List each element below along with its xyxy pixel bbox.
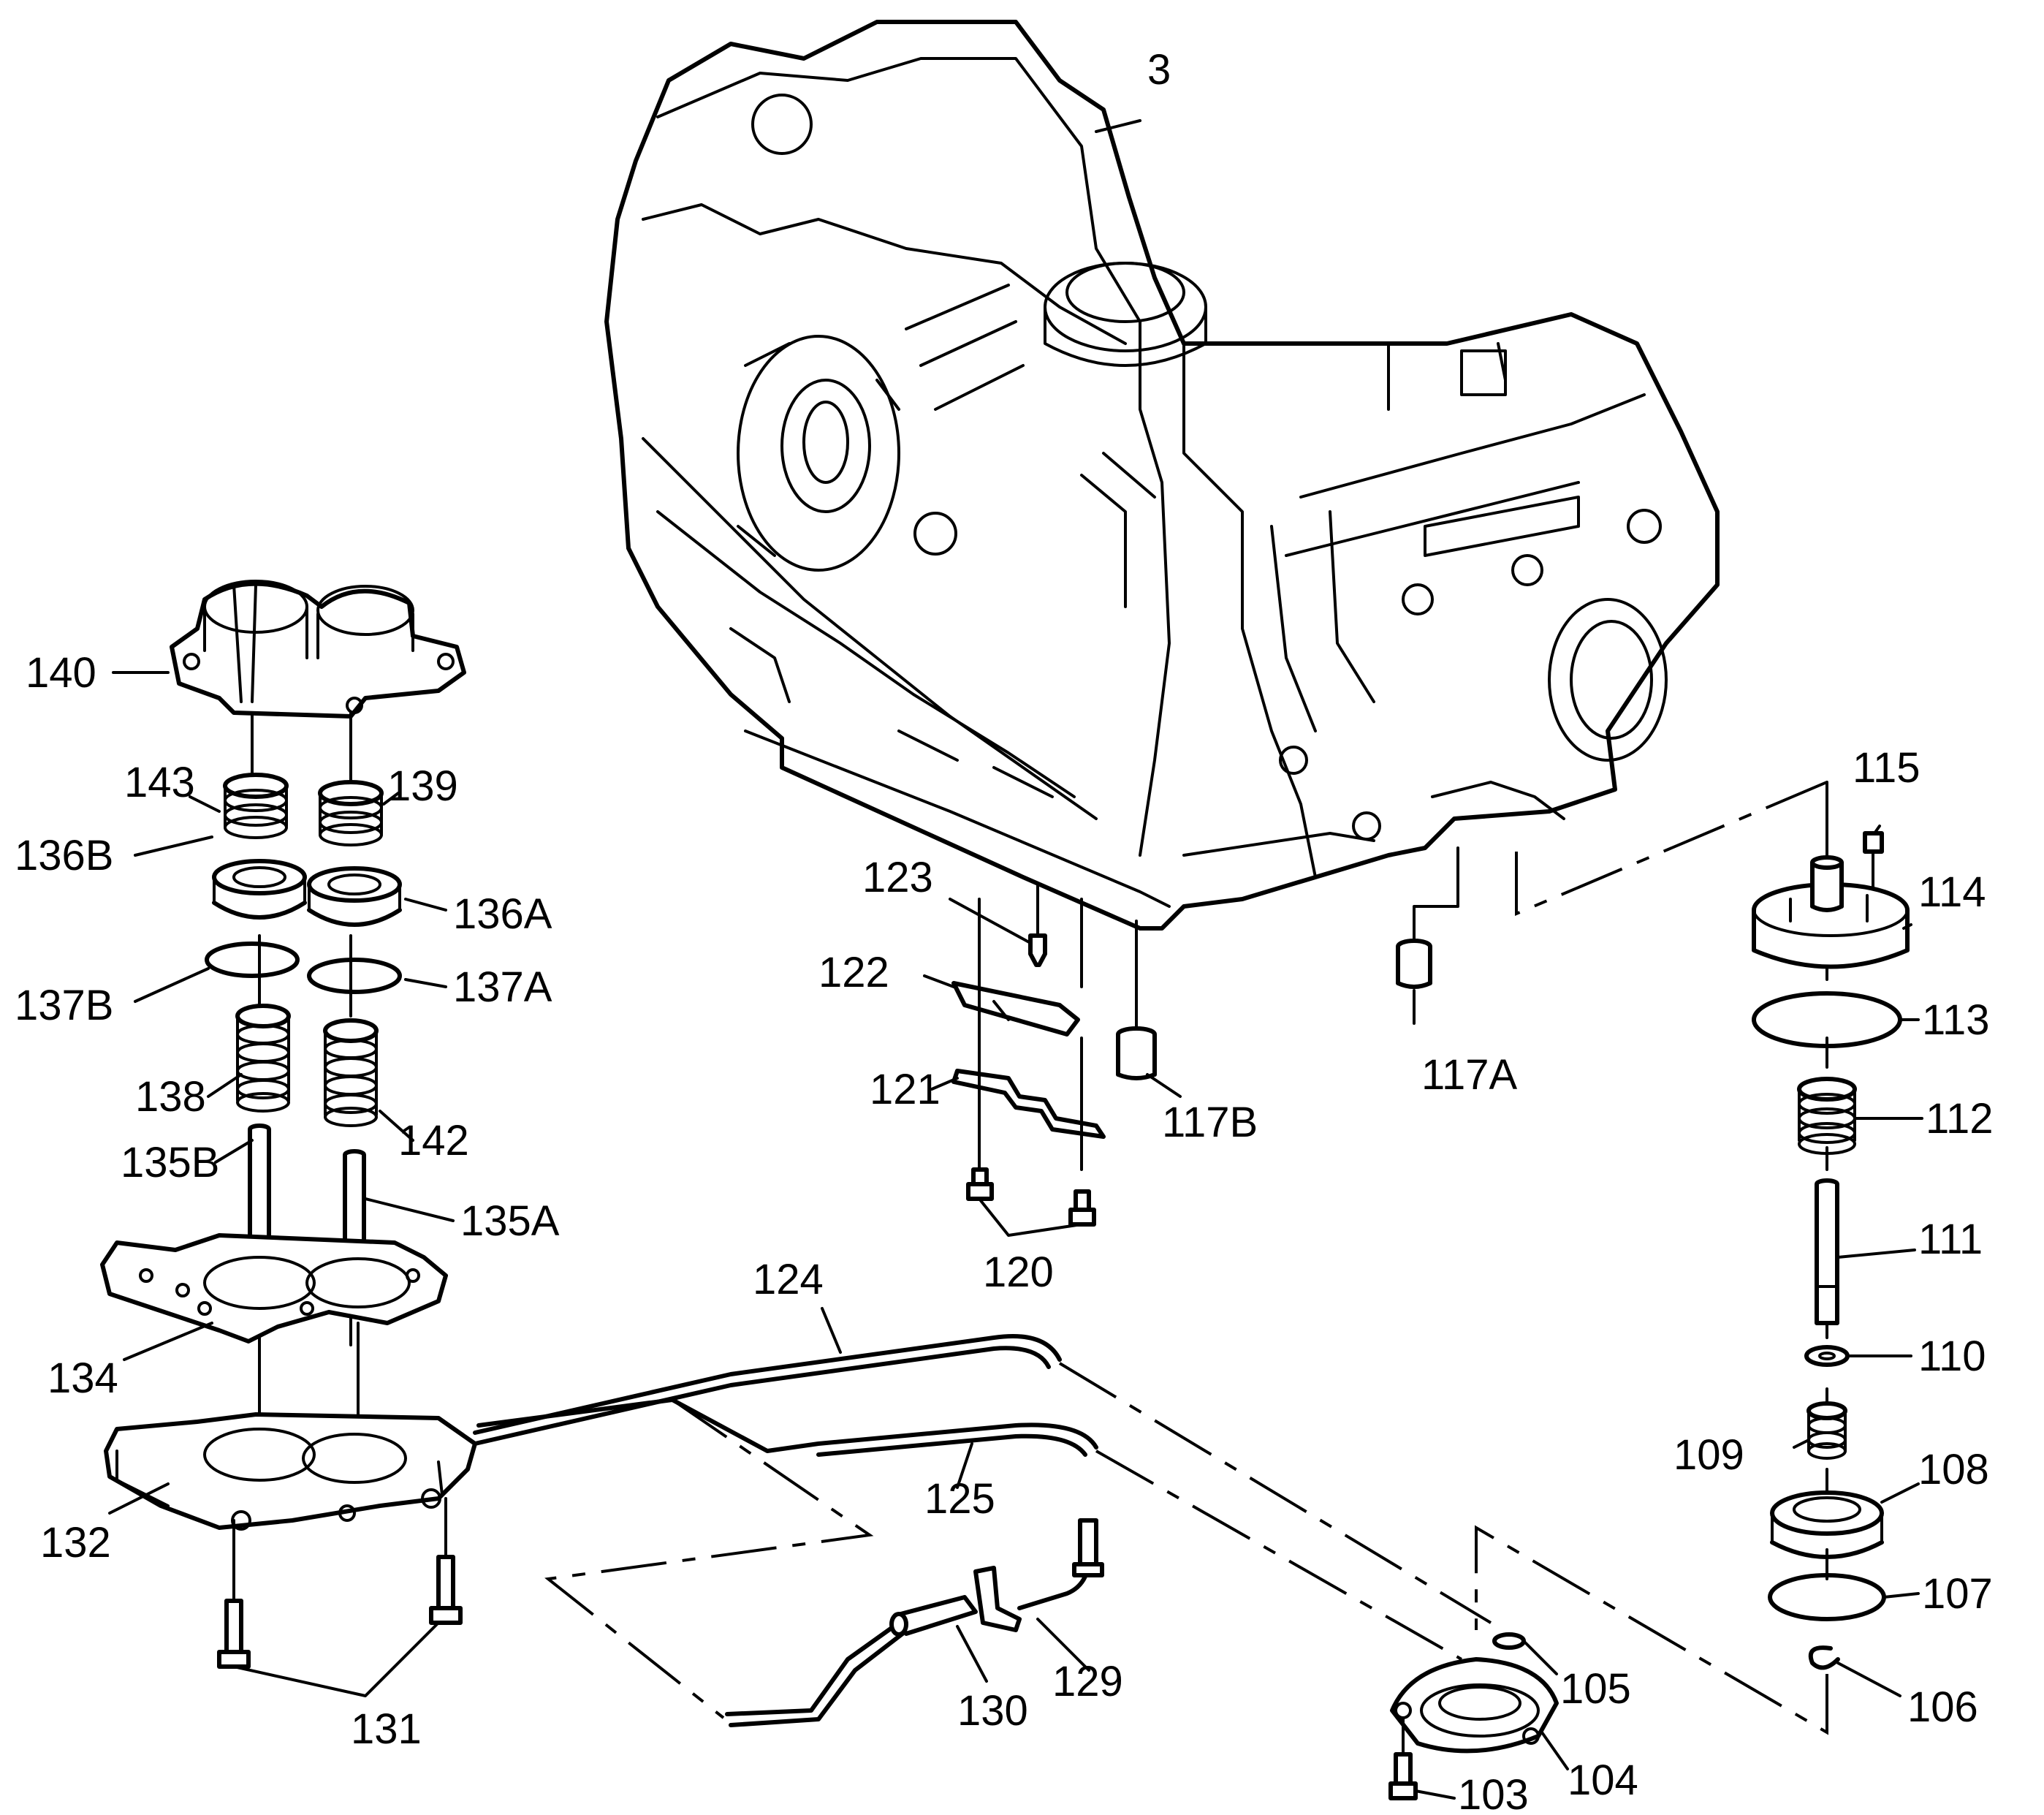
callout-labels: 3 140 143 139 136B 136A 137B 137A 138 14… — [15, 46, 1993, 1815]
label-131: 131 — [351, 1705, 422, 1753]
label-135B: 135B — [121, 1139, 219, 1186]
pipe-124 — [473, 1334, 1492, 1624]
washer-110 — [1804, 1345, 1850, 1367]
bolt-120-right — [1068, 1189, 1096, 1227]
label-143: 143 — [124, 759, 195, 806]
bolt-123 — [1028, 883, 1047, 967]
servo-cover-140 — [170, 580, 466, 719]
label-136A: 136A — [453, 890, 552, 938]
label-121: 121 — [870, 1066, 941, 1113]
dash-to-pipe-130 — [544, 1398, 874, 1719]
label-129: 129 — [1052, 1658, 1123, 1705]
label-113: 113 — [1922, 996, 1989, 1044]
label-130: 130 — [957, 1687, 1028, 1735]
bolt-103 — [1388, 1716, 1418, 1800]
leader-lines-right — [1793, 825, 1923, 1697]
spring-143 — [223, 773, 289, 839]
bolt-axis-120 — [978, 898, 1083, 1171]
label-110: 110 — [1918, 1333, 1986, 1380]
label-142: 142 — [398, 1117, 469, 1164]
leader-lines-center — [923, 898, 1083, 1237]
seal-105 — [1492, 1632, 1526, 1650]
fitting-129 — [973, 1518, 1104, 1632]
label-3: 3 — [1147, 46, 1171, 94]
label-122: 122 — [818, 949, 889, 996]
spring-139 — [318, 780, 384, 846]
plug-117A — [1396, 846, 1459, 1025]
label-107: 107 — [1922, 1570, 1993, 1618]
leader-lines-bottom-right — [1414, 1640, 1569, 1800]
leader-lines-pipes — [821, 1307, 1090, 1683]
servo-cover-114 — [1752, 855, 1910, 969]
label-134: 134 — [48, 1354, 118, 1402]
label-137A: 137A — [453, 963, 552, 1011]
label-120: 120 — [983, 1248, 1054, 1296]
piston-108 — [1770, 1490, 1884, 1559]
label-137B: 137B — [15, 982, 113, 1029]
label-140: 140 — [26, 649, 96, 697]
bolt-131-left — [217, 1519, 251, 1669]
seal-ring-137A — [307, 958, 402, 994]
spring-142 — [323, 1018, 379, 1127]
pipe-125 — [476, 1398, 1462, 1661]
transmission-case — [604, 20, 1720, 931]
snap-ring-106 — [1808, 1645, 1840, 1670]
label-115: 115 — [1853, 744, 1920, 792]
servo-cover-104 — [1390, 1657, 1559, 1754]
label-111: 111 — [1918, 1216, 1983, 1263]
label-123: 123 — [862, 854, 933, 901]
label-132: 132 — [40, 1519, 111, 1566]
leader-lines-left — [108, 671, 455, 1697]
label-138: 138 — [135, 1073, 206, 1121]
bolt-120-left — [966, 1167, 994, 1201]
label-117A: 117A — [1421, 1051, 1517, 1099]
pipe-130 — [725, 1595, 978, 1727]
label-136B: 136B — [15, 832, 113, 879]
label-135A: 135A — [460, 1197, 560, 1245]
label-114: 114 — [1918, 868, 1986, 916]
spring-138 — [235, 1004, 291, 1113]
dash-to-servo-right — [1515, 781, 1828, 917]
label-112: 112 — [1926, 1095, 1993, 1143]
dash-to-104 — [1475, 1525, 1828, 1735]
label-105: 105 — [1560, 1665, 1631, 1713]
plug-117B — [1116, 920, 1182, 1098]
spring-109 — [1806, 1401, 1847, 1460]
piston-136A — [307, 866, 402, 927]
label-104: 104 — [1568, 1757, 1638, 1804]
bracket-122 — [951, 981, 1080, 1037]
seal-ring-107 — [1768, 1573, 1886, 1621]
label-103: 103 — [1458, 1771, 1529, 1811]
piston-136B — [212, 859, 307, 920]
bracket-121 — [951, 1069, 1106, 1139]
gasket-134 — [100, 1233, 448, 1344]
label-117B: 117B — [1162, 1099, 1258, 1146]
spring-112 — [1797, 1077, 1857, 1155]
label-106: 106 — [1907, 1683, 1978, 1731]
pin-111 — [1815, 1178, 1839, 1325]
label-124: 124 — [753, 1256, 824, 1303]
pin-135B — [248, 1124, 271, 1259]
label-108: 108 — [1918, 1446, 1989, 1493]
seal-ring-137B — [205, 941, 300, 978]
label-139: 139 — [387, 762, 458, 810]
leader-3 — [1095, 119, 1141, 133]
servo-body-132 — [104, 1412, 477, 1531]
bolt-131-right — [429, 1497, 463, 1625]
label-125: 125 — [924, 1475, 995, 1523]
label-109: 109 — [1673, 1431, 1744, 1479]
